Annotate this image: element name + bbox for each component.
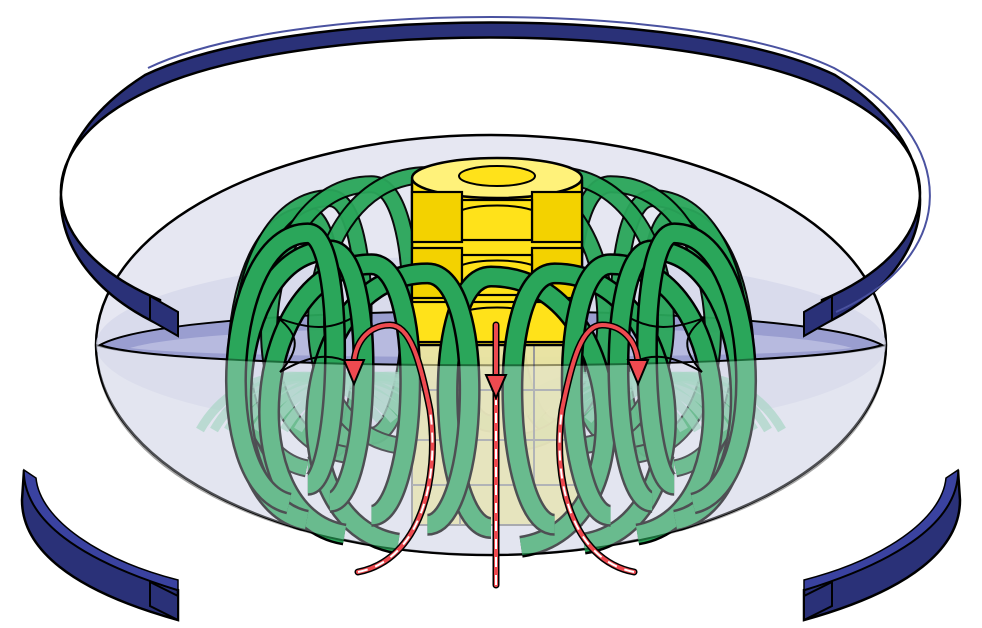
tokamak-illustration [0,0,982,628]
tokamak-diagram [0,0,982,628]
